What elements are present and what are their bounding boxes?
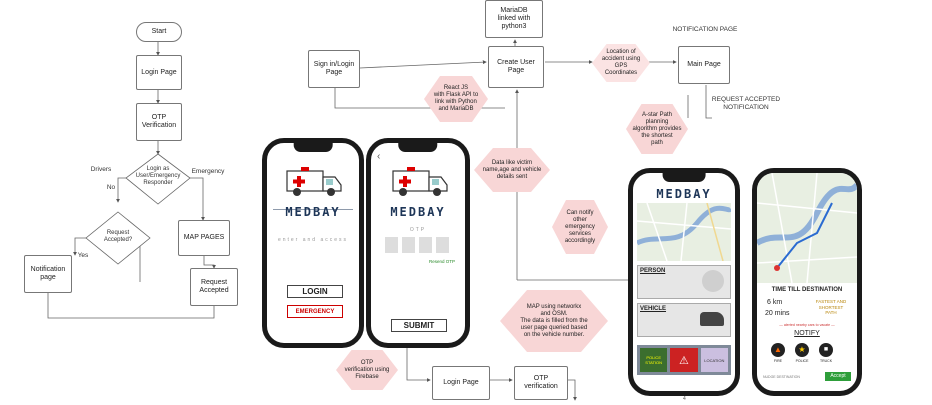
react-flask-label: React JS with Flask API to link with Pyt… — [433, 85, 479, 112]
time-value: 20 mins — [765, 310, 790, 317]
signin-label: Sign in/Login Page — [313, 61, 355, 76]
vehicle-section-title: VEHICLE — [640, 306, 667, 312]
otp-label: OTP Verification — [141, 114, 177, 129]
footer-text: NUDGE DESTINATION — [763, 375, 800, 379]
otp-digit-input[interactable] — [402, 237, 415, 253]
subtitle-text: enter and access — [277, 237, 349, 243]
start-node: Start — [136, 22, 182, 42]
person-section-title: PERSON — [640, 268, 666, 274]
map-view[interactable] — [637, 203, 731, 261]
notification-page-title: NOTIFICATION PAGE — [672, 26, 738, 33]
notification-page-node: Notification page — [24, 255, 72, 293]
otp-firebase-hex: OTP verification using Firebase — [336, 350, 398, 390]
map-pages-label: MAP PAGES — [183, 234, 225, 241]
can-notify-label: Can notify other emergency services acco… — [564, 209, 596, 244]
person-card: PERSON — [637, 265, 731, 299]
person-avatar — [702, 270, 724, 292]
bottom-otp-label: OTP verification — [524, 375, 558, 390]
truck-label: TRUCK — [819, 359, 833, 363]
yes-label: Yes — [77, 252, 89, 259]
create-user-label: Create User Page — [497, 59, 535, 74]
map-roads — [757, 173, 857, 283]
login-page-label: Login Page — [141, 68, 177, 76]
bottom-login-page-node: Login Page — [432, 366, 490, 400]
police-label: POLICE — [795, 359, 809, 363]
emergency-label: Emergency — [191, 168, 225, 175]
medbay-logo: MEDBAY — [390, 205, 446, 219]
bottom-otp-node: OTP verification — [514, 366, 568, 400]
otp-digit-input[interactable] — [385, 237, 398, 253]
request-accepted-question-label: Request Accepted? — [103, 230, 133, 243]
login-as-label: Login as User/Emergency Responder — [135, 166, 181, 186]
no-label: No — [106, 184, 116, 191]
phone-otp-mockup: ‹ MEDBAY OTP Resend OTP SUBMIT — [366, 138, 470, 348]
location-label: Location of accident using GPS Coordinat… — [601, 49, 641, 76]
fire-label: FIRE — [774, 359, 782, 363]
request-accepted-label: Request Accepted — [199, 279, 229, 294]
phone-notch — [662, 173, 706, 182]
distance-value: 6 km — [767, 299, 783, 306]
phone-navigation-mockup: TIME TILL DESTINATION 6 km 20 mins FASTE… — [752, 168, 862, 396]
vehicle-card: VEHICLE — [637, 303, 731, 337]
astar-label: A-star Path planning algorithm provides … — [632, 111, 682, 146]
request-accepted-notification-label: REQUEST ACCEPTED NOTIFICATION — [711, 96, 781, 111]
bottom-login-label: Login Page — [443, 379, 479, 386]
police-icon[interactable]: ★ — [795, 343, 809, 357]
car-icon — [700, 312, 724, 326]
drivers-label: Drivers — [90, 166, 112, 173]
accept-button[interactable]: Accept — [825, 372, 851, 381]
ambulance-icon — [286, 167, 342, 196]
page-number: 4 — [683, 396, 686, 402]
medbay-logo: MEDBAY — [285, 205, 341, 219]
phone-notch — [398, 143, 438, 152]
police-station-button[interactable]: POLICE STATION — [640, 348, 668, 372]
login-page-node: Login Page — [136, 55, 182, 90]
signin-page-node: Sign in/Login Page — [308, 50, 360, 88]
start-label: Start — [151, 28, 167, 35]
submit-button[interactable]: SUBMIT — [391, 319, 447, 332]
phone-login-mockup: MEDBAY enter and access LOGIN EMERGENCY — [262, 138, 364, 348]
otp-digit-input[interactable] — [419, 237, 432, 253]
otp-label: OTP — [409, 227, 427, 233]
map-view[interactable] — [757, 173, 857, 283]
main-page-node: Main Page — [678, 46, 730, 84]
fire-service-icon[interactable]: ▲ — [771, 343, 785, 357]
otp-verification-node: OTP Verification — [136, 103, 182, 141]
eta-title: TIME TILL DESTINATION — [771, 287, 843, 293]
phone-victim-details-mockup: MEDBAY PERSON VEHICLE POLICE STATION ⚠ L… — [628, 168, 740, 396]
login-button[interactable]: LOGIN — [287, 285, 343, 298]
map-networkx-label: MAP using networkx and OSM. The data is … — [520, 303, 588, 338]
fastest-path-label: FASTEST AND SHORTEST PATH — [815, 299, 847, 315]
notify-labels-row: FIRE POLICE TRUCK — [771, 359, 833, 363]
otp-firebase-label: OTP verification using Firebase — [344, 359, 390, 380]
resend-otp-link[interactable]: Resend OTP — [428, 259, 455, 264]
map-roads — [637, 203, 731, 261]
action-buttons-row: POLICE STATION ⚠ LOCATION — [637, 345, 731, 375]
otp-digit-input[interactable] — [436, 237, 449, 253]
location-button[interactable]: LOCATION — [700, 348, 728, 372]
map-networkx-hex: MAP using networkx and OSM. The data is … — [500, 290, 608, 352]
otp-digit-boxes — [385, 237, 449, 253]
truck-icon[interactable]: ■ — [819, 343, 833, 357]
phone-notch — [293, 143, 333, 152]
ambulance-icon — [392, 167, 448, 196]
victim-data-label: Data like victim name,age and vehicle de… — [482, 159, 542, 180]
brand-underline — [273, 209, 353, 210]
mariadb-node: MariaDB linked with python3 — [485, 0, 543, 38]
notify-icons-row: ▲ ★ ■ — [771, 343, 833, 357]
emergency-button[interactable]: EMERGENCY — [287, 305, 343, 318]
alert-text: — alerted nearby cars to vacate — — [779, 323, 835, 327]
location-gps-hex: Location of accident using GPS Coordinat… — [592, 44, 650, 82]
map-pages-node: MAP PAGES — [178, 220, 230, 256]
notification-page-label: Notification page — [30, 266, 66, 281]
notify-title: NOTIFY — [794, 330, 820, 337]
create-user-page-node: Create User Page — [488, 46, 544, 88]
main-page-label: Main Page — [687, 61, 721, 68]
request-accepted-node: Request Accepted — [190, 268, 238, 306]
warning-icon[interactable]: ⚠ — [670, 348, 698, 372]
mariadb-label: MariaDB linked with python3 — [497, 7, 531, 30]
back-chevron-icon[interactable]: ‹ — [377, 151, 381, 162]
medbay-logo: MEDBAY — [656, 187, 712, 201]
